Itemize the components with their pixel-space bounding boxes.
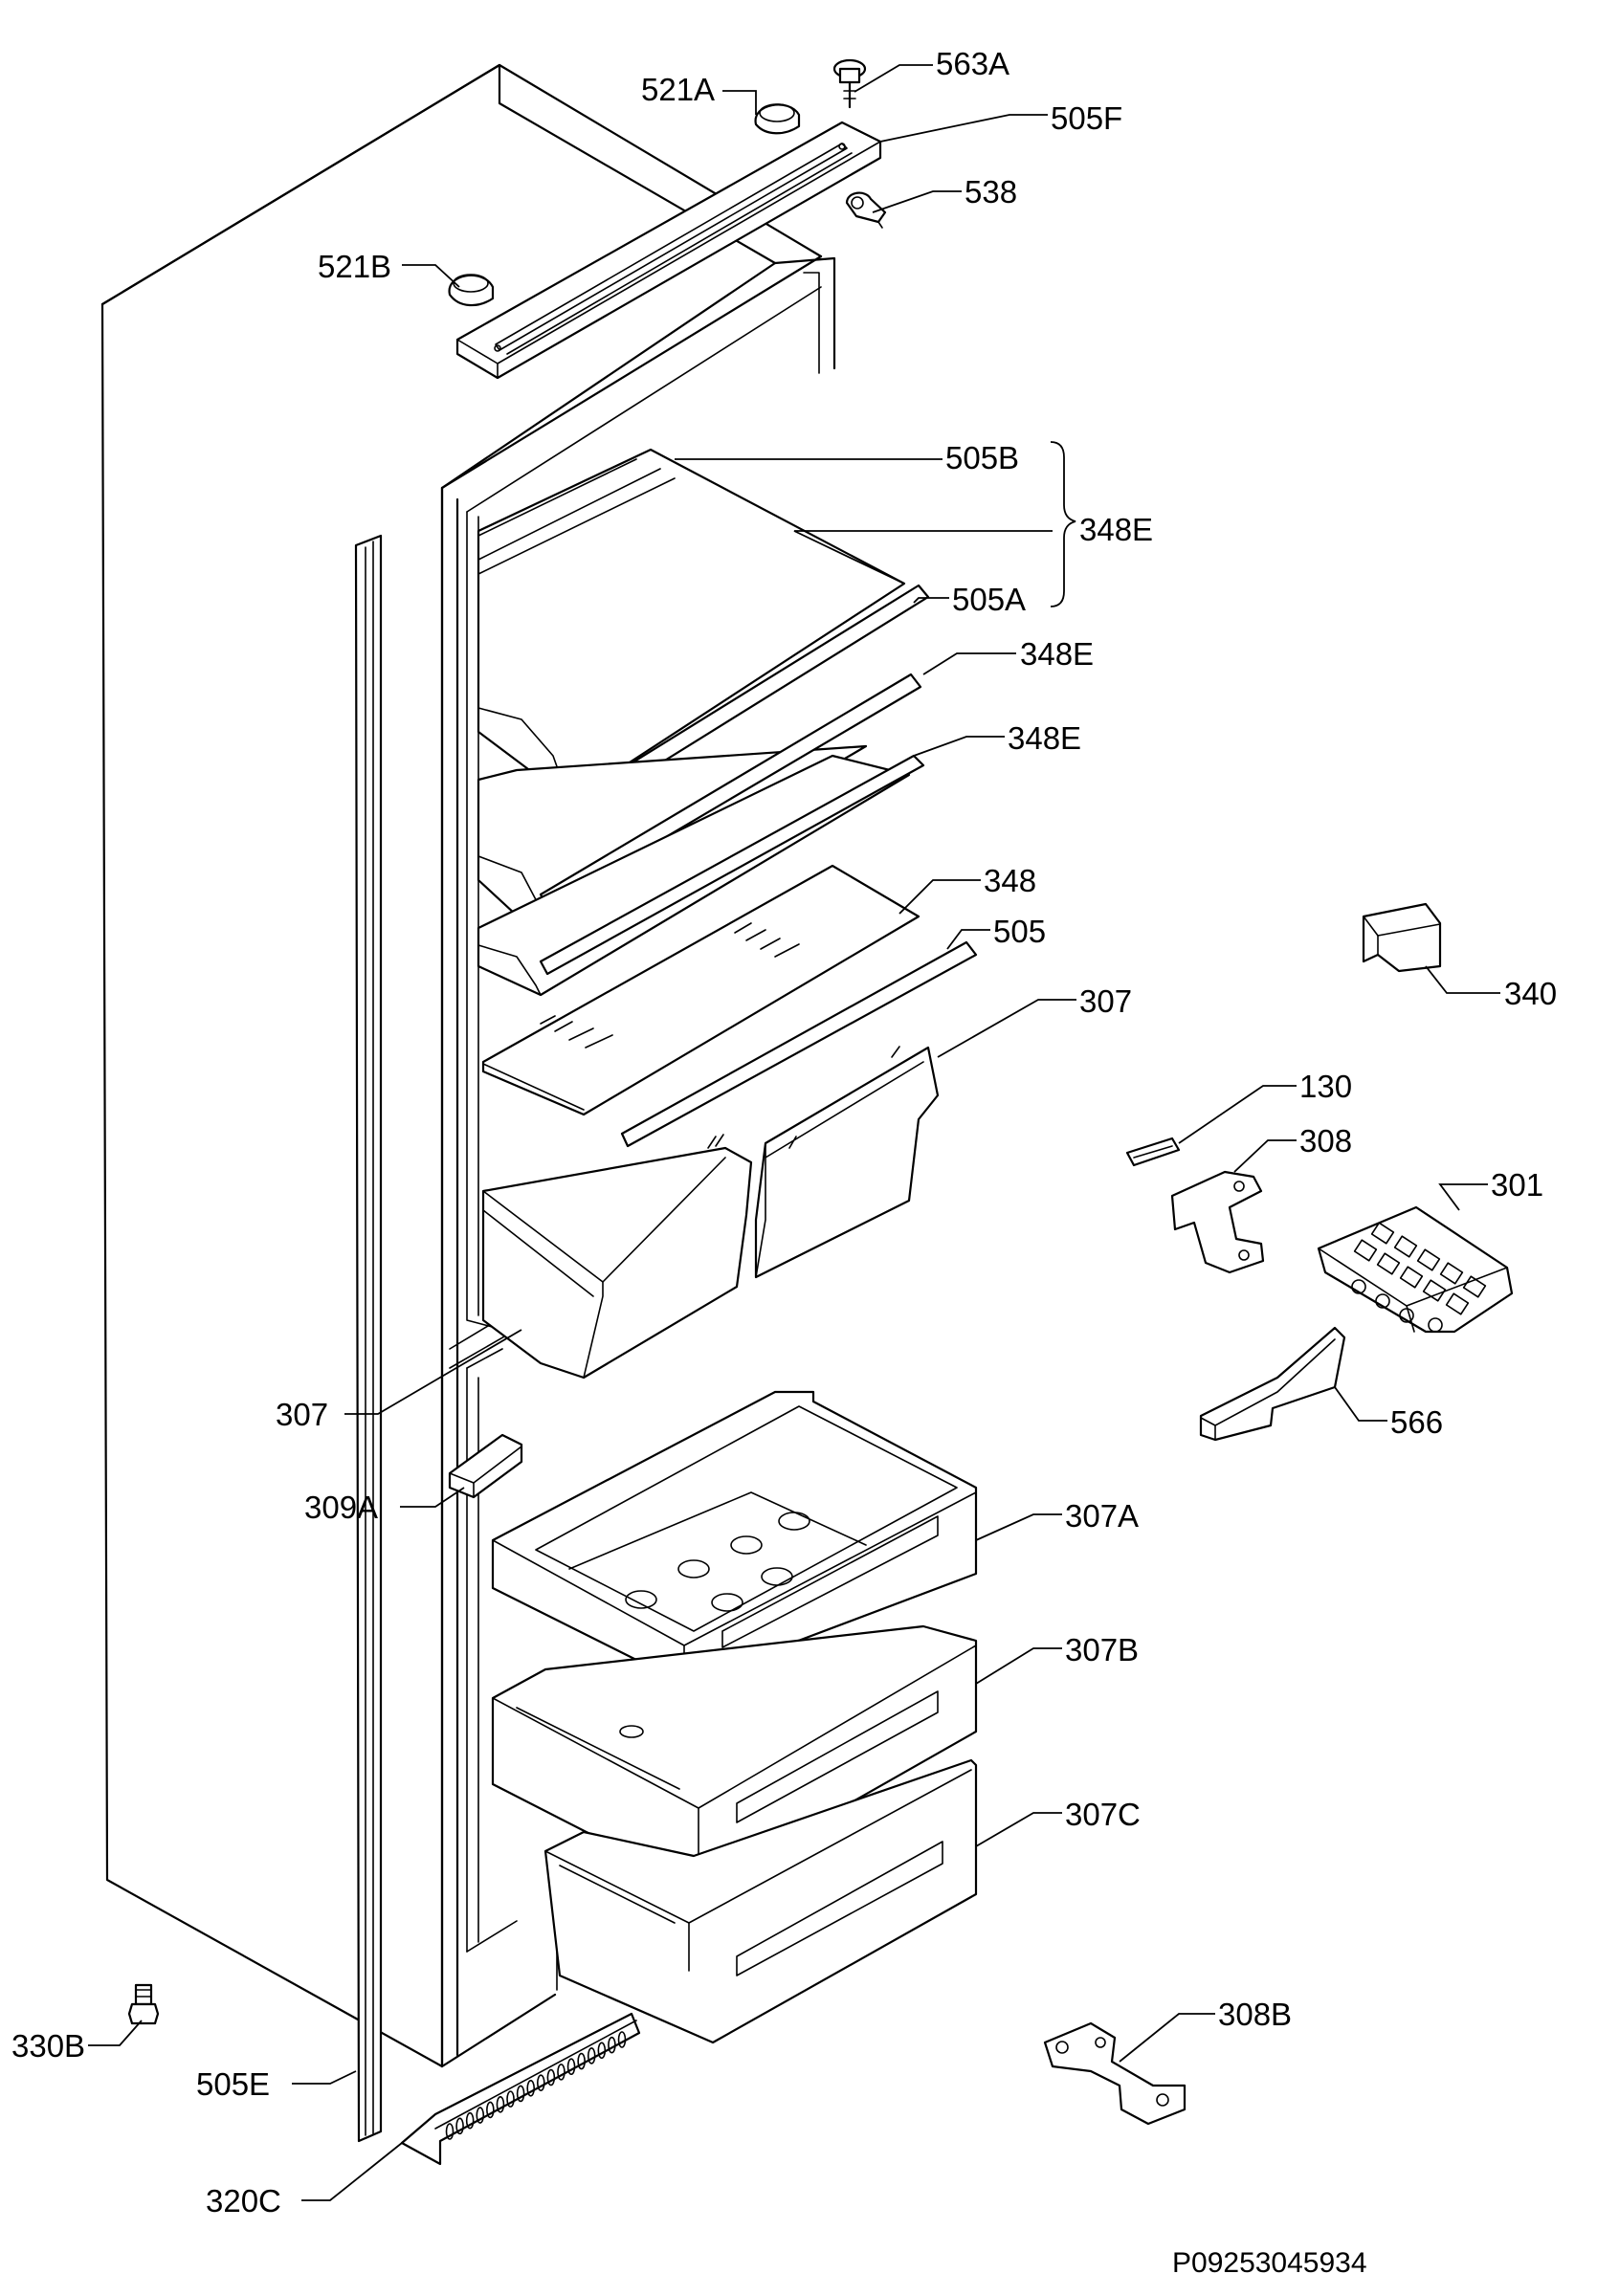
grille-slot [506, 2090, 515, 2108]
label-505F: 505F [1051, 100, 1122, 136]
screw-563A [832, 58, 867, 109]
label-307-left: 307 [276, 1397, 328, 1432]
grille-slot [445, 2123, 455, 2140]
label-521A: 521A [641, 72, 715, 107]
vent-grille-320C [400, 2012, 641, 2166]
grille-slot [577, 2052, 586, 2070]
grille-slot [476, 2107, 485, 2124]
clip-309A [448, 1433, 523, 1499]
label-320C: 320C [206, 2183, 281, 2219]
bracket-538 [845, 191, 887, 229]
label-307A: 307A [1065, 1498, 1139, 1534]
grille-slot [566, 2058, 576, 2076]
grille-slot [486, 2101, 495, 2119]
grille-slot [536, 2074, 545, 2091]
part-labels: 563A 521A 505F 538 521B 505B 348E 505A 3… [11, 46, 1557, 2279]
label-505: 505 [993, 914, 1046, 949]
label-309A: 309A [304, 1490, 378, 1525]
grille-slot [546, 2068, 556, 2086]
cap-521B [448, 274, 495, 307]
glass-shelf-348 [481, 864, 920, 1116]
label-348E-group: 348E [1079, 512, 1153, 547]
label-348E-2: 348E [1008, 720, 1081, 756]
grille-slot [597, 2042, 607, 2060]
grille-slot [455, 2117, 464, 2135]
label-330B: 330B [11, 2028, 85, 2064]
label-566: 566 [1390, 1404, 1443, 1440]
group-brace-348E [1050, 441, 1076, 607]
label-348E-1: 348E [1020, 636, 1094, 672]
grille-slot [587, 2047, 596, 2064]
label-348: 348 [984, 863, 1036, 898]
grille-slot [557, 2064, 566, 2081]
label-505B: 505B [945, 440, 1019, 475]
grille-slot [496, 2095, 505, 2113]
hinge-308B [1043, 2021, 1187, 2126]
label-340: 340 [1504, 976, 1557, 1011]
grille-slot [465, 2111, 475, 2130]
grille-slot [608, 2036, 616, 2054]
ice-tray-301 [1317, 1205, 1514, 1334]
hinge-308 [1170, 1170, 1265, 1274]
leader-lines [88, 64, 1500, 2201]
glass-shelf-3 [477, 754, 925, 997]
freezer-drawer-307A [491, 1390, 978, 1686]
label-505E: 505E [196, 2066, 270, 2102]
cap-521A [754, 103, 801, 135]
drawing-code: P09253045934 [1172, 2247, 1367, 2279]
cabinet-body [100, 63, 836, 2068]
label-308: 308 [1299, 1123, 1352, 1159]
grille-slot [526, 2080, 536, 2097]
label-505A: 505A [952, 582, 1026, 617]
label-301: 301 [1491, 1167, 1543, 1203]
label-307B: 307B [1065, 1632, 1139, 1667]
label-563A: 563A [936, 46, 1009, 81]
label-307C: 307C [1065, 1797, 1141, 1832]
label-307-top: 307 [1079, 983, 1132, 1019]
label-538: 538 [965, 174, 1017, 210]
grille-slot [516, 2085, 525, 2103]
plate-130 [1125, 1137, 1181, 1167]
freezer-drawer-307B [491, 1624, 978, 1891]
scoop-566 [1199, 1326, 1346, 1442]
grille-slot [617, 2031, 627, 2048]
crisper-drawer-307-left [481, 1134, 753, 1380]
label-308B: 308B [1218, 1997, 1292, 2032]
label-521B: 521B [318, 249, 391, 284]
top-rail-505F [455, 121, 882, 380]
clip-340 [1362, 902, 1442, 973]
door-seal-505E [354, 534, 383, 2143]
crisper-drawer-307-right [754, 1046, 940, 1279]
freezer-drawer-307C [543, 1758, 978, 2044]
screw-330B [127, 1983, 160, 2025]
label-130: 130 [1299, 1069, 1352, 1104]
shelf-edge-505 [620, 940, 978, 1148]
